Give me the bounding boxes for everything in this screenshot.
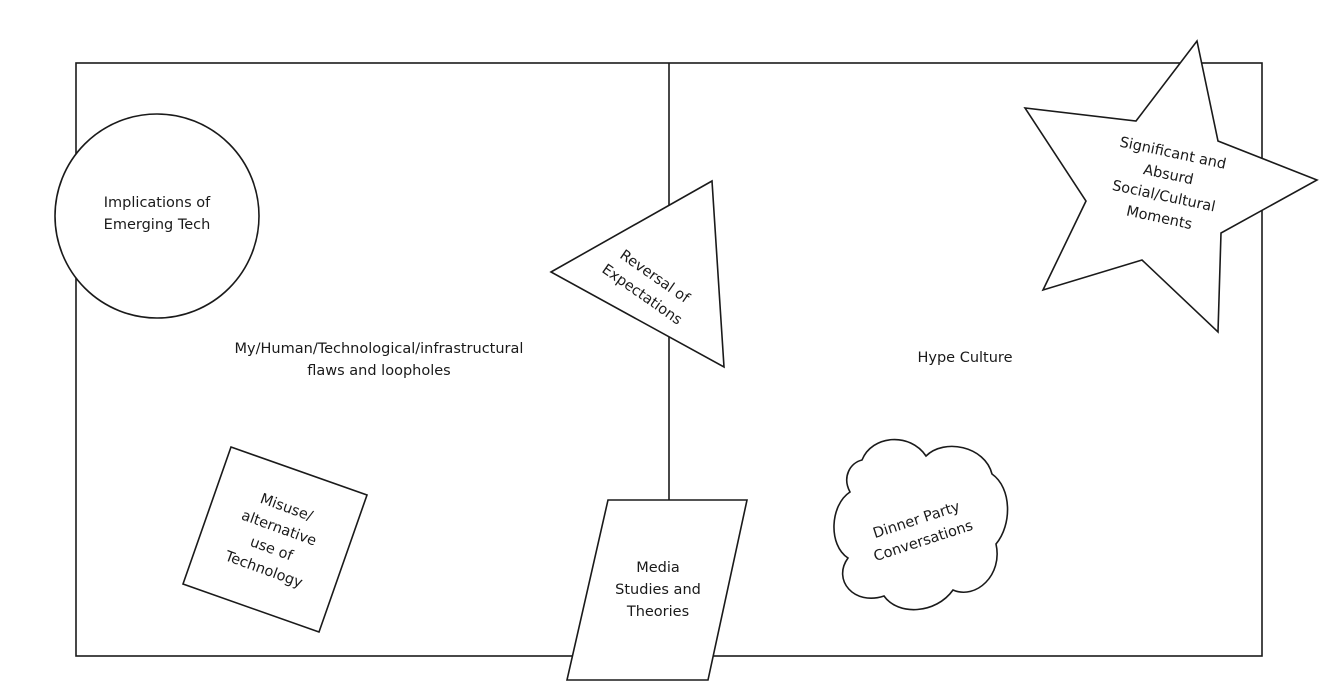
parallelogram-label: Media Studies and Theories	[598, 557, 718, 623]
right-region-label-line: Hype Culture	[917, 350, 1013, 366]
left-region-label-line: My/Human/Technological/infrastructural	[234, 341, 524, 357]
right-region-label: Hype Culture	[865, 347, 1065, 369]
parallelogram-label-line: Theories	[626, 604, 690, 620]
circle-label: Implications of Emerging Tech	[77, 192, 237, 236]
triangle-shape	[549, 179, 725, 369]
parallelogram-label-line: Media	[636, 560, 680, 576]
star-shape	[1023, 39, 1319, 334]
square-shape	[181, 445, 369, 634]
left-region-label-line: flaws and loopholes	[307, 363, 451, 379]
parallelogram-label-line: Studies and	[615, 582, 701, 598]
cloud-shape	[833, 438, 1009, 611]
circle-label-line: Implications of	[103, 195, 211, 211]
circle-label-line: Emerging Tech	[103, 217, 211, 233]
circle-shape	[54, 113, 260, 319]
parallelogram-shape	[565, 499, 748, 681]
left-region-label: My/Human/Technological/infrastructural f…	[179, 338, 579, 382]
